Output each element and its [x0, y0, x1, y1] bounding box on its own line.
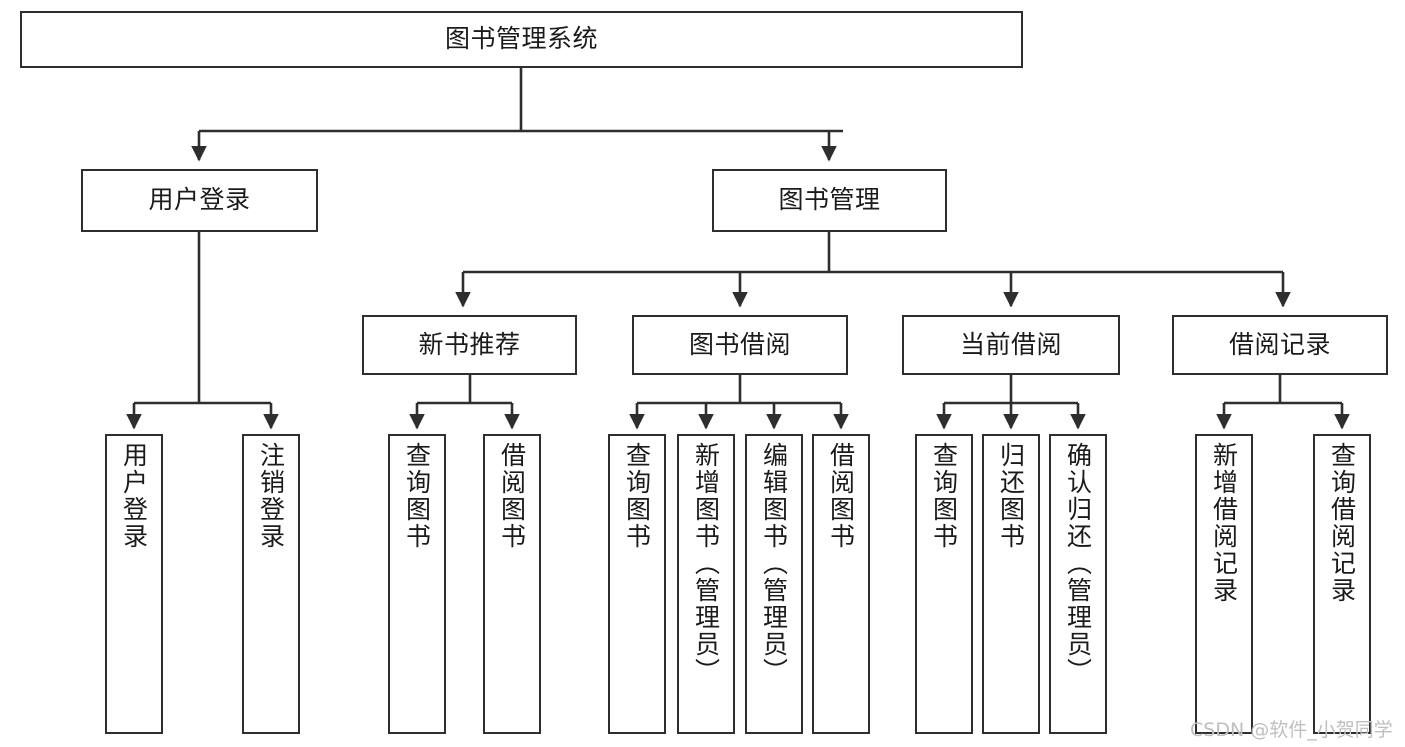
leaf-confirm-return[interactable]: 确认归还（管理员） [1049, 434, 1107, 734]
node-label: 编辑图书（管理员） [759, 442, 789, 685]
leaf-borrow-book-2[interactable]: 借阅图书 [812, 434, 870, 734]
node-label: 图书管理 [778, 185, 881, 215]
node-user-login[interactable]: 用户登录 [81, 169, 318, 232]
node-label: 借阅记录 [1228, 329, 1331, 359]
leaf-user-login[interactable]: 用户登录 [105, 434, 163, 734]
node-borrow-record[interactable]: 借阅记录 [1172, 315, 1388, 375]
node-label: 借阅图书 [497, 442, 527, 550]
node-new-book-rec[interactable]: 新书推荐 [362, 315, 577, 375]
leaf-query-record[interactable]: 查询借阅记录 [1313, 434, 1371, 734]
csdn-watermark: CSDN @软件_小贺同学 [1190, 719, 1393, 741]
leaf-query-book-1[interactable]: 查询图书 [388, 434, 446, 734]
leaf-query-book-2[interactable]: 查询图书 [608, 434, 666, 734]
node-label: 当前借阅 [959, 329, 1062, 359]
node-label: 注销登录 [256, 442, 286, 550]
node-label: 图书管理系统 [444, 24, 598, 54]
node-label: 用户登录 [119, 442, 149, 550]
leaf-borrow-book-1[interactable]: 借阅图书 [483, 434, 541, 734]
node-label: 借阅图书 [826, 442, 856, 550]
leaf-user-logout[interactable]: 注销登录 [242, 434, 300, 734]
node-label: 新书推荐 [418, 329, 521, 359]
node-label: 用户登录 [148, 185, 251, 215]
node-label: 查询借阅记录 [1327, 442, 1357, 604]
node-label: 图书借阅 [688, 329, 791, 359]
node-current-borrow[interactable]: 当前借阅 [902, 315, 1120, 375]
leaf-query-book-3[interactable]: 查询图书 [915, 434, 973, 734]
leaf-edit-book[interactable]: 编辑图书（管理员） [745, 434, 803, 734]
node-book-manage[interactable]: 图书管理 [712, 169, 947, 232]
node-label: 查询图书 [402, 442, 432, 550]
node-label: 确认归还（管理员） [1063, 442, 1093, 685]
node-label: 查询图书 [622, 442, 652, 550]
leaf-add-book[interactable]: 新增图书（管理员） [677, 434, 735, 734]
node-label: 新增图书（管理员） [691, 442, 721, 685]
node-label: 查询图书 [929, 442, 959, 550]
node-book-borrow[interactable]: 图书借阅 [632, 315, 848, 375]
leaf-add-record[interactable]: 新增借阅记录 [1195, 434, 1253, 734]
leaf-return-book[interactable]: 归还图书 [982, 434, 1040, 734]
node-root-system[interactable]: 图书管理系统 [20, 11, 1023, 68]
node-label: 归还图书 [996, 442, 1026, 550]
node-label: 新增借阅记录 [1209, 442, 1239, 604]
